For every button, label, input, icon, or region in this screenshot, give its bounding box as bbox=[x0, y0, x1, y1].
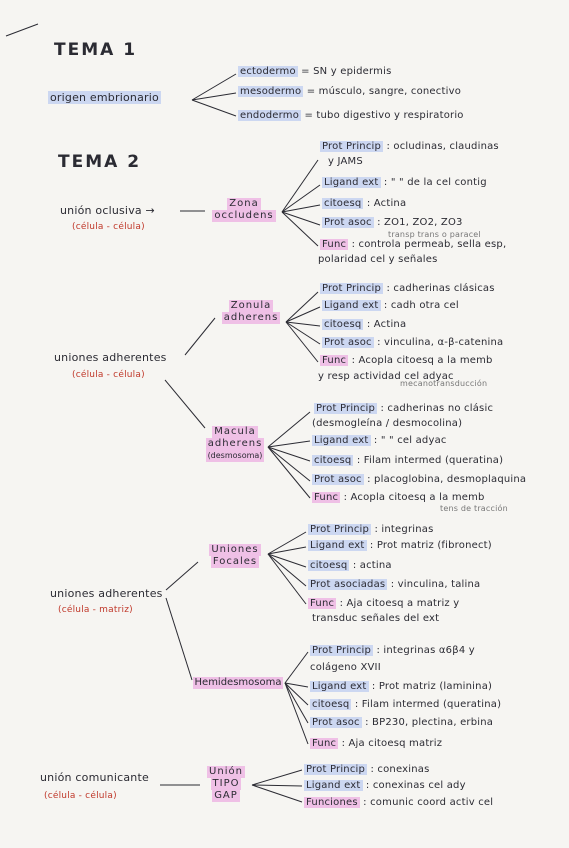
hd-item: Prot asoc : BP230, plectina, erbina bbox=[310, 717, 494, 728]
comunicante-sub: (célula - célula) bbox=[44, 791, 117, 801]
zo-item: Ligand ext : " " de la cel contig bbox=[322, 177, 487, 188]
arrow-za-3 bbox=[285, 321, 321, 327]
arrow-za-5 bbox=[285, 321, 319, 363]
arrow-ma-3 bbox=[267, 446, 311, 462]
za-item: citoesq : Actina bbox=[322, 319, 407, 330]
ma-item-note: tens de tracción bbox=[440, 504, 508, 513]
uf-item: Prot asociadas : vinculina, talina bbox=[308, 579, 481, 590]
arrow-gap-3 bbox=[251, 784, 303, 803]
arrow-zo-3 bbox=[281, 204, 321, 213]
hd-item: Ligand ext : Prot matriz (laminina) bbox=[310, 681, 493, 692]
ma-item: Func : Acopla citoesq a la memb bbox=[312, 492, 485, 503]
ma-item: citoesq : Filam intermed (queratina) bbox=[312, 455, 504, 466]
arrow-za-1 bbox=[285, 291, 319, 323]
arrow-gap-1 bbox=[251, 769, 303, 786]
tema1-item-endodermo: endodermo = tubo digestivo y respiratori… bbox=[238, 110, 464, 121]
zo-item: Prot asoc : ZO1, ZO2, ZO3 bbox=[322, 217, 463, 228]
arrow-za-4 bbox=[285, 321, 321, 345]
tema2-title: TEMA 2 bbox=[58, 152, 142, 172]
arrow-hd-1 bbox=[284, 651, 309, 684]
tema1-root: origen embrionario bbox=[48, 91, 161, 104]
za-item: Prot asoc : vinculina, α-β-catenina bbox=[322, 337, 504, 348]
arrow-hd-3 bbox=[284, 682, 309, 706]
hemidesmosoma-node: Hemidesmosoma bbox=[192, 677, 284, 689]
arrow-uf-2 bbox=[267, 546, 307, 555]
za-item: y resp actividad cel adyac bbox=[318, 371, 454, 382]
adherentes-cm-root: uniones adherentes bbox=[50, 587, 163, 600]
zo-item: y JAMS bbox=[328, 156, 363, 167]
adherentes-cm-sub: (célula - matriz) bbox=[58, 605, 133, 615]
arrow-uf-1 bbox=[267, 531, 307, 555]
arrow-hd-4 bbox=[284, 682, 309, 724]
arrow-zo-1 bbox=[281, 159, 319, 213]
zo-item: Prot Princip : ocludinas, claudinas bbox=[320, 141, 499, 152]
zo-item-note: transp trans o paracel bbox=[388, 230, 481, 239]
arrow-endodermo bbox=[191, 99, 237, 117]
za-item: Ligand ext : cadh otra cel bbox=[322, 300, 459, 311]
oclusiva-root: unión oclusiva → bbox=[60, 204, 155, 217]
uf-item: Func : Aja citoesq a matriz y bbox=[308, 598, 460, 609]
uf-item: Ligand ext : Prot matriz (fibronect) bbox=[308, 540, 492, 551]
oclusiva-sub: (célula - célula) bbox=[72, 222, 145, 232]
ma-item: Prot asoc : placoglobina, desmoplaquina bbox=[312, 474, 527, 485]
arrow-za-2 bbox=[285, 306, 321, 323]
arrow-uf-3 bbox=[267, 553, 307, 568]
corner-mark bbox=[5, 23, 39, 37]
arrow-ma-5 bbox=[267, 446, 311, 499]
arrow-hd-5 bbox=[284, 682, 309, 745]
arrow-zo-2 bbox=[281, 184, 321, 213]
hd-item: Prot Princip : integrinas α6β4 y bbox=[310, 645, 475, 656]
ma-item: Ligand ext : " " cel adyac bbox=[312, 435, 447, 446]
arrow-ma-1 bbox=[267, 411, 311, 448]
arrow-uf-5 bbox=[267, 553, 307, 605]
arrow-mesodermo bbox=[191, 92, 237, 101]
za-item-note: mecanotransducción bbox=[400, 379, 488, 388]
arrow-zo-5 bbox=[281, 211, 319, 247]
arrow-ma-4 bbox=[267, 446, 311, 482]
adherentes-cc-sub: (célula - célula) bbox=[72, 370, 145, 380]
ma-item: Prot Princip : cadherinas no clásic bbox=[314, 403, 494, 414]
arrow-zonula bbox=[184, 317, 216, 356]
za-item: Func : Acopla citoesq a la memb bbox=[320, 355, 493, 366]
uf-item: transduc señales del ext bbox=[312, 613, 440, 624]
arrow-zo-4 bbox=[281, 211, 321, 226]
comunicante-root: unión comunicante bbox=[40, 771, 149, 784]
gap-item: Ligand ext : conexinas cel ady bbox=[304, 780, 466, 791]
zo-item: Func : controla permeab, sella esp, bbox=[320, 239, 507, 250]
hd-item: colágeno XVII bbox=[310, 662, 381, 673]
adherentes-cc-root: uniones adherentes bbox=[54, 351, 167, 364]
arrow-hemi bbox=[165, 597, 193, 681]
tema1-item-mesodermo: mesodermo = músculo, sangre, conectivo bbox=[238, 86, 462, 97]
tema1-title: TEMA 1 bbox=[54, 40, 138, 60]
arrow-gap-2 bbox=[251, 784, 303, 787]
zo-item: citoesq : Actina bbox=[322, 198, 407, 209]
uf-item: citoesq : actina bbox=[308, 560, 392, 571]
gap-item: Prot Princip : conexinas bbox=[304, 764, 430, 775]
gap-item: Funciones : comunic coord activ cel bbox=[304, 797, 494, 808]
arrow-macula bbox=[164, 379, 206, 429]
arrow-ectodermo bbox=[191, 73, 237, 101]
tema1-item-ectodermo: ectodermo = SN y epidermis bbox=[238, 66, 392, 77]
arrow-focales bbox=[165, 561, 199, 591]
ma-item: (desmogleína / desmocolina) bbox=[312, 418, 463, 429]
arrow-uf-4 bbox=[267, 553, 307, 587]
zo-item: polaridad cel y señales bbox=[318, 254, 438, 265]
arrow-hd-2 bbox=[284, 682, 309, 688]
hd-item: citoesq : Filam intermed (queratina) bbox=[310, 699, 502, 710]
arrow-ma-2 bbox=[267, 440, 311, 448]
uf-item: Prot Princip : integrinas bbox=[308, 524, 434, 535]
za-item: Prot Princip : cadherinas clásicas bbox=[320, 283, 495, 294]
hd-item: Func : Aja citoesq matriz bbox=[310, 738, 443, 749]
